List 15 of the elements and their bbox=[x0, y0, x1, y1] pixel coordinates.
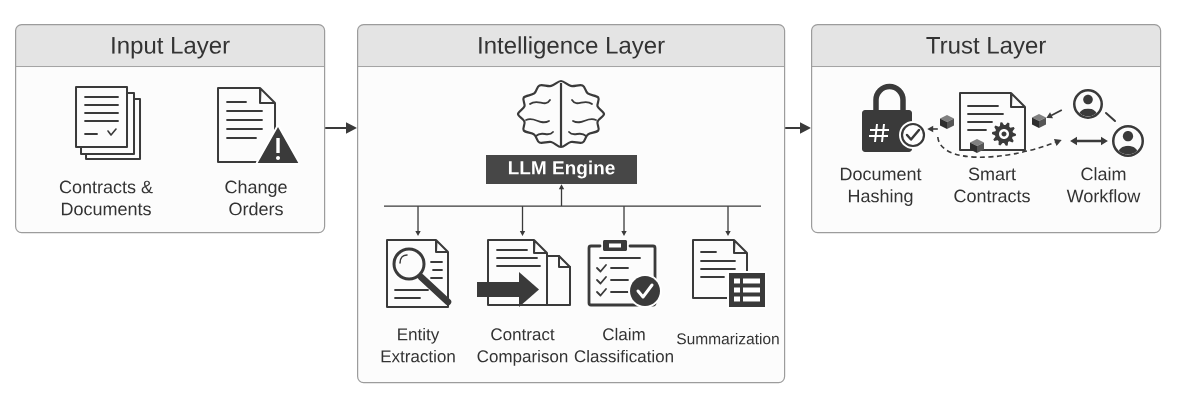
icon-caption: Smart Contracts bbox=[954, 167, 1030, 203]
icon-caption: Claim Classification bbox=[574, 327, 673, 363]
icon-caption: Change Orders bbox=[225, 180, 287, 216]
icon-caption: Summarization bbox=[677, 332, 779, 345]
icon-caption: Entity Extraction bbox=[381, 327, 455, 363]
icon-caption: Claim Workflow bbox=[1066, 167, 1141, 203]
arrow bbox=[725, 205, 731, 236]
icon-caption: Document Hashing bbox=[840, 167, 922, 206]
arrow bbox=[621, 205, 627, 236]
arrow bbox=[383, 184, 762, 207]
arrow bbox=[1046, 109, 1063, 119]
arrow bbox=[415, 205, 421, 236]
engine-box: LLM Engine bbox=[486, 155, 637, 184]
icon-caption: Contracts & Documents bbox=[59, 180, 153, 216]
icon-caption: Contract Comparison bbox=[477, 328, 568, 366]
